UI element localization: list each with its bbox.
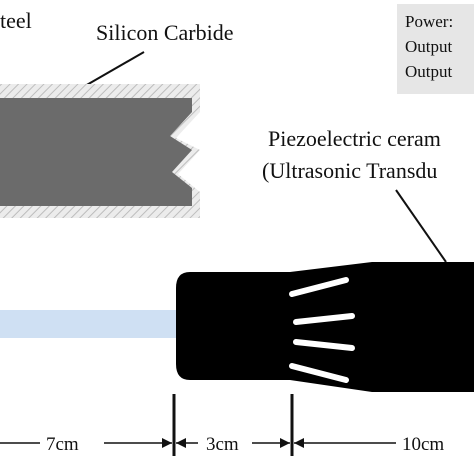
dimension-label-7cm: 7cm — [46, 434, 79, 455]
transducer-slot-2 — [293, 313, 355, 325]
power-info-box: Power: Output Output — [397, 4, 474, 94]
silicon-carbide-block — [0, 98, 192, 206]
dimension-line-3cm — [176, 438, 290, 448]
dimension-label-10cm: 10cm — [402, 434, 444, 455]
transducer-slot-1 — [289, 277, 349, 297]
transducer-body — [176, 262, 474, 392]
water-jet-stream — [0, 310, 178, 338]
info-line-output-1: Output — [405, 37, 453, 56]
silicon-carbide-leader-line — [77, 51, 145, 91]
ultrasonic-transducer — [176, 262, 474, 392]
info-line-power: Power: — [405, 12, 454, 31]
transducer-slot-3 — [293, 339, 355, 351]
dimension-label-3cm: 3cm — [206, 434, 239, 455]
dimension-line-10cm — [294, 438, 396, 448]
info-line-output-2: Output — [405, 62, 453, 81]
piezo-label-line2: (Ultrasonic Transdu — [262, 158, 437, 183]
piezo-label-line1: Piezoelectric ceram — [268, 126, 441, 151]
dimension-line-7cm — [0, 438, 172, 448]
steel-label: teel — [0, 8, 32, 33]
transducer-slot-4 — [289, 363, 349, 383]
silicon-carbide-label: Silicon Carbide — [96, 20, 233, 45]
piezo-leader-line — [395, 189, 447, 263]
